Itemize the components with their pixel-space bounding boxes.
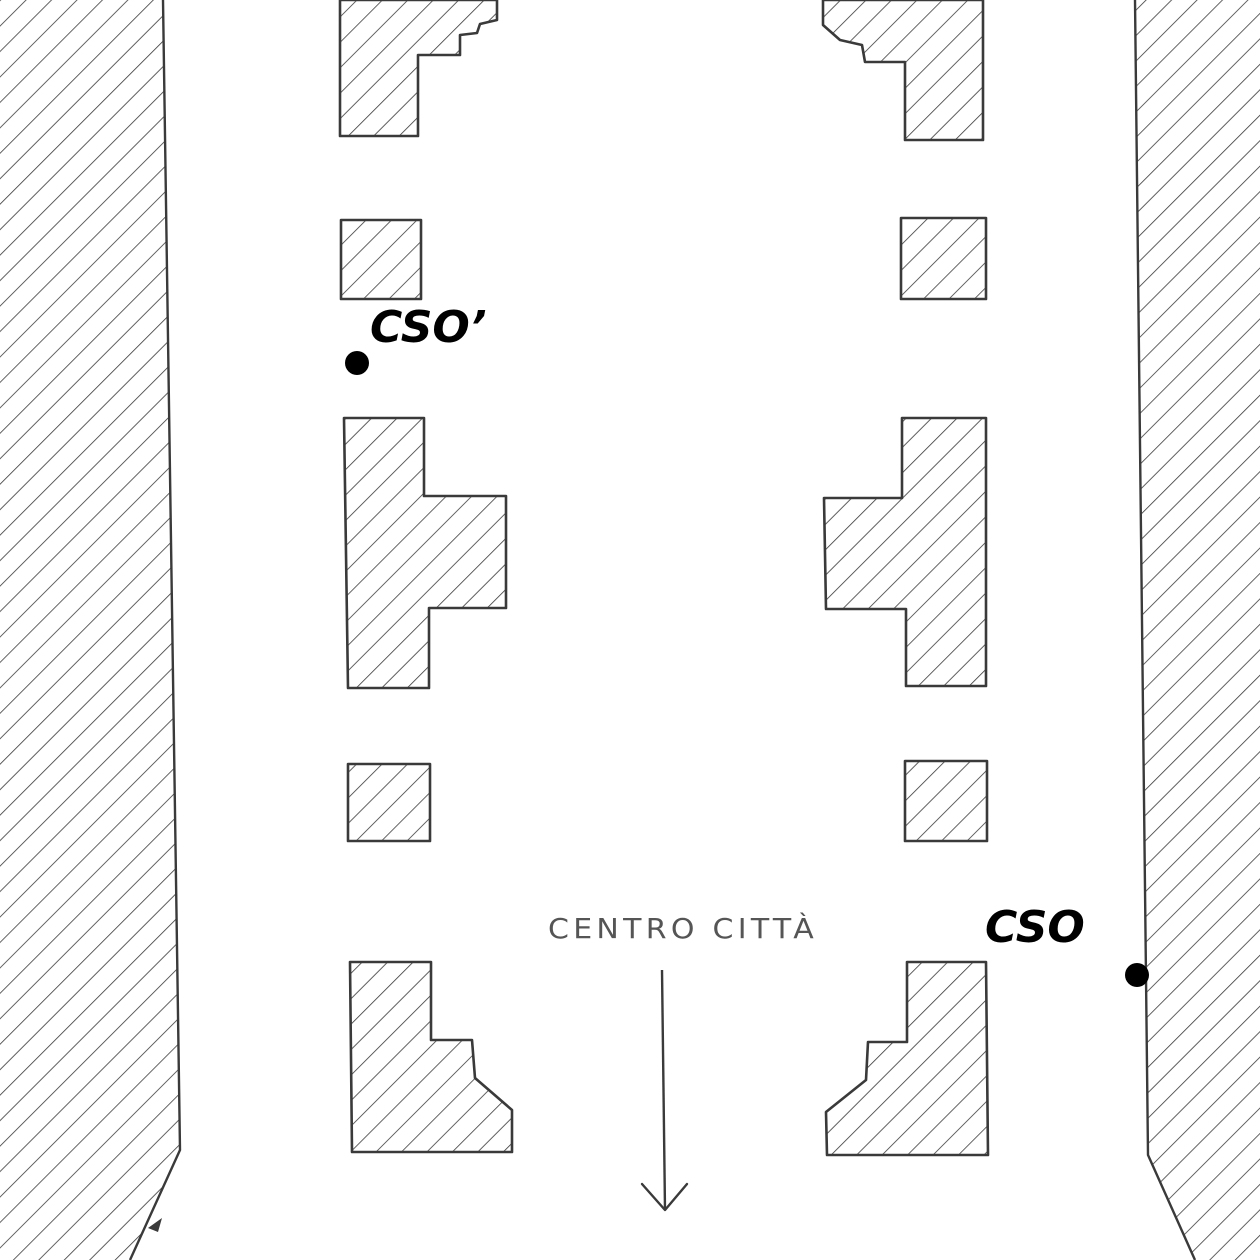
left-bank-edge [128,0,182,1260]
dot-marker-icon [345,351,369,375]
left-bank-mark [148,1218,162,1232]
building-small-right-1 [899,216,988,301]
direction-label: CENTRO CITTÀ [548,911,818,945]
building-small-right-2 [903,759,989,843]
cso-label: CSO [985,902,1085,953]
right-bank [1135,0,1260,1260]
building-bottom-right [824,960,990,1157]
arrow-down-icon [640,969,689,1212]
building-middle-left [342,416,508,690]
building-small-left-1 [339,218,423,301]
cso-prime-label: CSO’ [370,302,487,353]
dot-marker-icon [1125,963,1149,987]
right-bank-edge [1133,0,1197,1260]
building-middle-right [822,416,988,688]
left-bank [0,0,180,1260]
building-small-left-2 [346,762,432,843]
building-top-right [821,0,985,142]
building-top-left [338,0,499,138]
building-bottom-left [348,960,514,1154]
